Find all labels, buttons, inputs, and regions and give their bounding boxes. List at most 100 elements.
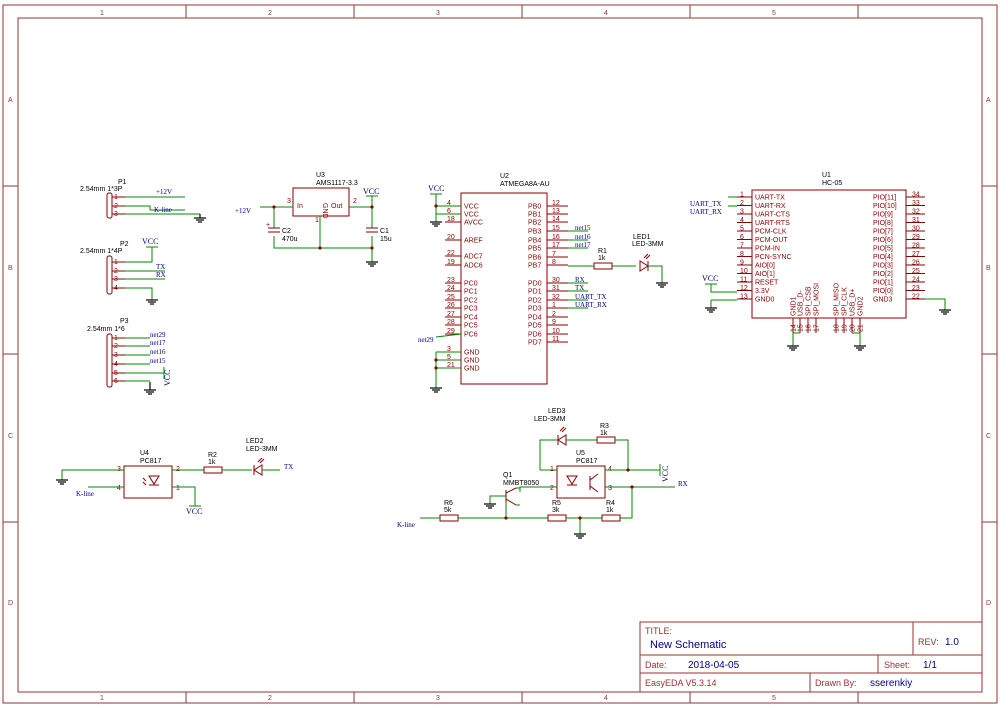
- u2-pin-num: 32: [552, 294, 560, 301]
- col-label-top: 1: [100, 10, 104, 17]
- regulator-u3[interactable]: U3 AMS1117-3.3 In Out GND 3 2 1 VCC +12V: [235, 172, 379, 267]
- u2-net-label: net15: [575, 224, 591, 232]
- u1-pin-num: 9: [740, 260, 744, 267]
- u1-pin-num: 3: [740, 209, 744, 216]
- ground-symbol-icon: [705, 307, 717, 313]
- u1-pin-name: PCM-IN: [755, 246, 780, 253]
- u2-pin-name: ADC7: [464, 254, 483, 261]
- u1-pin-num: 14: [791, 324, 798, 332]
- resistor-r6[interactable]: R6 5k K-line: [397, 500, 548, 529]
- u3-ref: U3: [316, 172, 325, 179]
- p3-value: 2.54mm 1*6: [87, 326, 125, 333]
- u2-pin-name: GND: [464, 350, 480, 357]
- connector-p1[interactable]: P1 2.54mm 1*3P 1 2 3 +12V K-line: [80, 179, 206, 223]
- col-label-bottom: 2: [268, 695, 272, 702]
- col-label-bottom: 5: [772, 695, 776, 702]
- u2-pin-name: PC2: [464, 298, 478, 305]
- p3-pin: 5: [114, 370, 118, 377]
- u2-pin-name: PB1: [528, 212, 541, 219]
- resistor-r4[interactable]: R4 1k: [601, 500, 621, 522]
- u1-pin-name: PIO[3]: [873, 263, 893, 270]
- u2-pin-num: 4: [447, 200, 451, 207]
- u1-pin-num: 28: [912, 243, 920, 250]
- u2-pin-num: 25: [447, 294, 455, 301]
- optocoupler-u4[interactable]: U4 PC817 3 4 2 1 K-line VCC: [56, 450, 204, 516]
- q1-ref: Q1: [503, 472, 512, 479]
- connector-p2[interactable]: P2 2.54mm 1*4P 1 2 3 4 VCC TX RX: [80, 237, 166, 305]
- row-label-left: A: [8, 97, 13, 104]
- u1-pin-num: 16: [806, 324, 813, 332]
- resistor-r3[interactable]: R3 1k: [596, 423, 629, 470]
- transistor-q1[interactable]: Q1 MMBT8050: [484, 472, 539, 518]
- u2-pin-num: 14: [552, 216, 560, 223]
- capacitor-c1[interactable]: C1 15u: [366, 227, 392, 243]
- u1-pin-num: 10: [740, 268, 748, 275]
- u2-pin-num: 2: [552, 311, 556, 318]
- u2-pin-name: PC0: [464, 281, 478, 288]
- u1-pin-name: PIO[10]: [873, 203, 897, 210]
- u2-pin-name: ADC6: [464, 263, 483, 270]
- u1-pin-name: UART-RTS: [755, 220, 790, 227]
- u1-pin-name: PIO[2]: [873, 271, 893, 278]
- u1-pin-num: 34: [912, 192, 920, 199]
- u2-pin-num: 15: [552, 225, 560, 232]
- optocoupler-u5[interactable]: U5 PC817 1 2 4 3 VCC RX: [519, 450, 688, 519]
- row-label-left: D: [8, 600, 13, 607]
- rev-value: 1.0: [945, 637, 959, 648]
- u2-pin-num: 28: [447, 319, 455, 326]
- led1-value: LED-3MM: [632, 241, 664, 248]
- p3-pin: 3: [114, 352, 118, 359]
- resistor-r2[interactable]: R2 1k: [203, 452, 252, 474]
- u2-net-label: RX: [575, 276, 585, 284]
- u1-pin-num: 27: [912, 251, 920, 258]
- led2-ref: LED2: [246, 438, 264, 445]
- u1-pin-num: 29: [912, 234, 920, 241]
- p3-pin: 1: [114, 335, 118, 342]
- ground-symbol-icon: [656, 282, 668, 288]
- resistor-r5[interactable]: R5 3k: [547, 500, 602, 539]
- u2-pin-name: VCC: [464, 204, 479, 211]
- r3-ref: R3: [600, 423, 609, 430]
- u1-pin-name: RESET: [755, 280, 779, 287]
- c1-value: 15u: [380, 236, 392, 243]
- col-label-top: 3: [436, 10, 440, 17]
- u2-pin-num: 26: [447, 302, 455, 309]
- led-led2[interactable]: LED2 LED-3MM TX: [246, 438, 293, 476]
- u1-pin-num: 1: [740, 192, 744, 199]
- led1-ref: LED1: [633, 234, 651, 241]
- p2-pin: 2: [114, 268, 118, 275]
- u1-pin-num: 23: [912, 285, 920, 292]
- u1-pin-name: UART-CTS: [755, 212, 790, 219]
- ground-symbol-icon: [787, 345, 799, 351]
- col-label-top: 5: [772, 10, 776, 17]
- sheet-value: 1/1: [923, 660, 937, 671]
- p3-ref: P3: [120, 318, 129, 325]
- capacitor-c2[interactable]: + C2 470u: [266, 222, 298, 243]
- u2-pin-num: 30: [552, 277, 560, 284]
- led-led3[interactable]: LED3 LED-3MM: [534, 408, 597, 470]
- u5-pin: 2: [550, 485, 554, 492]
- c2-value: 470u: [282, 236, 298, 243]
- u1-pin-name: USB_D+: [850, 289, 857, 316]
- u1-pin-name: PIO[1]: [873, 280, 893, 287]
- u1-pin-name: PIO[6]: [873, 237, 893, 244]
- u1-pin-num: 11: [740, 277, 747, 284]
- p3-vcc: VCC: [163, 370, 172, 386]
- ground-symbol-icon: [574, 533, 586, 539]
- ground-symbol-icon: [430, 221, 442, 227]
- u1-pin-num: 7: [740, 243, 744, 250]
- row-label-right: A: [986, 97, 991, 104]
- u3-pin-num: 1: [315, 217, 319, 224]
- r5-ref: R5: [552, 500, 561, 507]
- c2-plus: +: [266, 222, 270, 229]
- u2-pin-num: 6: [447, 208, 451, 215]
- u1-pin-name: PIO[4]: [873, 254, 893, 261]
- resistor-r1[interactable]: R1 1k: [568, 248, 636, 270]
- u2-pin-name: PD3: [528, 306, 542, 313]
- led-led1[interactable]: LED1 LED-3MM: [632, 234, 668, 288]
- u1-pin-name: PCM-CLK: [755, 229, 787, 236]
- u2-net-label: UART_RX: [575, 301, 607, 309]
